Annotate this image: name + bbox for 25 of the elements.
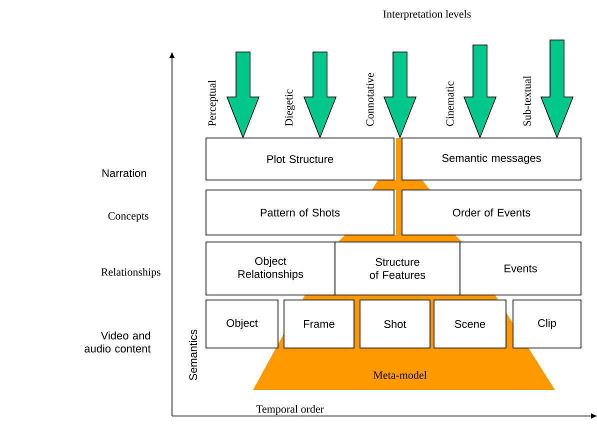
level-label: Narration xyxy=(102,168,146,178)
edge-label: Cinematic xyxy=(446,82,454,126)
edge-label: Connotative xyxy=(366,73,374,126)
concept-box: Plot Structure xyxy=(206,138,394,180)
block-arrow xyxy=(383,52,417,139)
edge-label: Diegetic xyxy=(285,89,295,126)
level-label: Video and audio content xyxy=(84,331,151,353)
level-label: Relationships xyxy=(101,268,160,278)
level-label: Temporal order xyxy=(256,405,324,415)
block-arrow xyxy=(303,52,337,139)
concept-box: Object xyxy=(206,300,278,348)
concept-box: Semantic messages xyxy=(402,138,582,180)
edge-label: Sub-textual xyxy=(523,76,531,126)
concept-box: Pattern of Shots xyxy=(206,190,394,236)
level-label: Concepts xyxy=(108,212,148,222)
edge-label: Perceptual xyxy=(208,80,218,126)
block-arrow xyxy=(463,44,497,139)
block-arrow xyxy=(540,40,574,139)
block-arrow xyxy=(226,52,260,139)
level-label: Semantics xyxy=(188,330,198,380)
concept-box: Order of Events xyxy=(402,190,582,236)
concept-box: Object Relationships xyxy=(206,242,336,296)
concept-box: Events xyxy=(460,242,582,296)
level-label: Interpretation levels xyxy=(383,10,471,20)
concept-box: Clip xyxy=(512,300,582,348)
